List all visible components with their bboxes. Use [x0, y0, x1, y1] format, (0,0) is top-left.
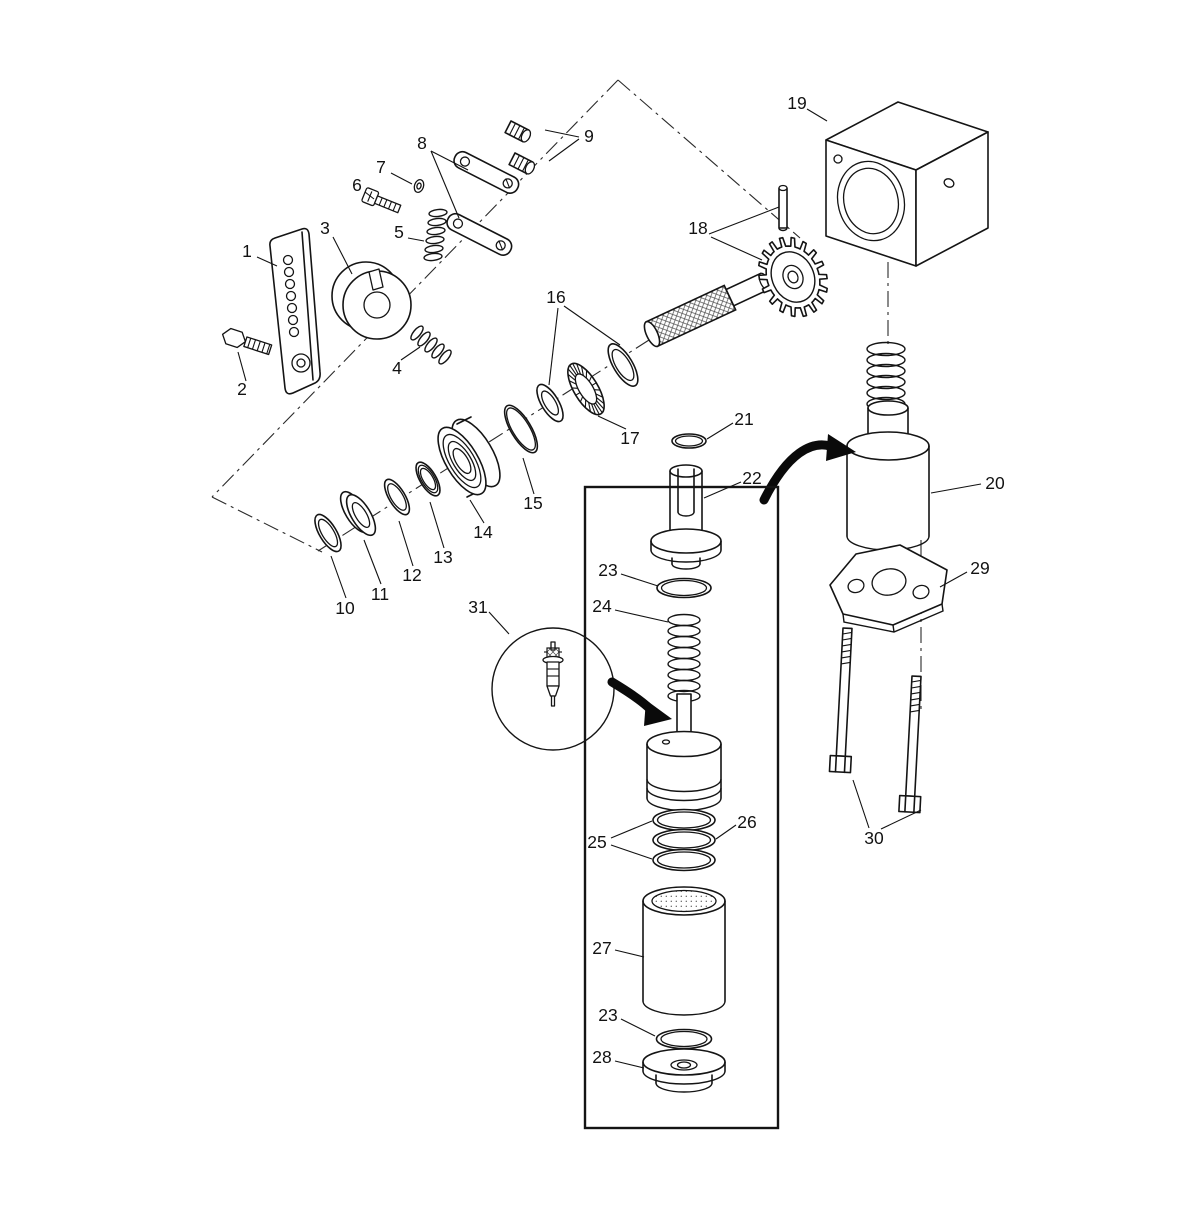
part-24-spring-piston — [646, 613, 722, 812]
part-20-valve-cylinder — [846, 341, 930, 551]
part-18-pin — [778, 184, 788, 232]
part-30-bolts — [828, 627, 922, 814]
callout-labels: 1 2 3 4 5 6 7 8 9 10 11 12 13 14 15 16 1… — [237, 93, 1005, 1067]
callout-6: 6 — [352, 175, 362, 195]
part-16-washer-b — [607, 343, 639, 387]
callout-28: 28 — [592, 1047, 611, 1067]
part-6-screw — [361, 187, 402, 214]
callout-17: 17 — [620, 428, 639, 448]
part-12-washer — [383, 478, 411, 516]
part-29-flange — [829, 544, 948, 633]
part-10-washer — [314, 513, 342, 553]
part-31-detail — [491, 627, 615, 751]
callout-15: 15 — [523, 493, 542, 513]
part-23-o-ring-lower — [655, 1028, 713, 1050]
callout-3: 3 — [320, 218, 330, 238]
callout-9: 9 — [584, 126, 594, 146]
callout-21: 21 — [734, 409, 753, 429]
centerlines — [211, 79, 922, 712]
callout-1: 1 — [242, 241, 252, 261]
callout-29: 29 — [970, 558, 989, 578]
callout-30: 30 — [864, 828, 884, 848]
part-7-washer — [413, 179, 425, 193]
callout-5: 5 — [394, 222, 404, 242]
assembly-arrow-31 — [607, 677, 672, 726]
callout-31: 31 — [468, 597, 487, 617]
part-5-spring — [423, 208, 448, 262]
callout-10: 10 — [335, 598, 355, 618]
callout-11: 11 — [371, 584, 389, 604]
part-28-end-cap — [642, 1048, 726, 1093]
part-4-spring — [410, 325, 452, 365]
callout-14: 14 — [473, 522, 493, 542]
part-1-lever — [269, 227, 321, 395]
callout-27: 27 — [592, 938, 611, 958]
callout-7: 7 — [376, 157, 386, 177]
callout-4: 4 — [392, 358, 402, 378]
part-9-rollers — [504, 120, 536, 175]
callout-13: 13 — [433, 547, 452, 567]
callout-23-lower: 23 — [598, 1005, 617, 1025]
assembly-frame — [583, 485, 780, 1130]
part-8-plates — [446, 150, 520, 256]
callout-24: 24 — [592, 596, 612, 616]
part-21-o-ring — [671, 433, 707, 449]
part-22-plunger — [650, 464, 722, 570]
callout-23-upper: 23 — [598, 560, 617, 580]
callout-16: 16 — [546, 287, 565, 307]
part-27-sleeve — [642, 886, 726, 1016]
part-18-shaft — [643, 272, 771, 348]
callout-18: 18 — [688, 218, 707, 238]
part-25-26-rings — [652, 808, 716, 872]
part-13-ring — [415, 461, 441, 497]
leader-lines — [237, 108, 982, 1069]
callout-26: 26 — [737, 812, 756, 832]
part-3-cam — [331, 261, 412, 340]
callout-2: 2 — [237, 379, 247, 399]
part-23-o-ring-upper — [656, 577, 712, 599]
callout-8: 8 — [417, 133, 427, 153]
part-14-bearing-housing — [437, 416, 501, 498]
callout-19: 19 — [787, 93, 806, 113]
callout-20: 20 — [985, 473, 1005, 493]
part-2-bolt — [221, 327, 273, 356]
part-19-block — [825, 101, 989, 267]
part-15-o-ring — [503, 404, 539, 454]
part-11-seal — [339, 490, 377, 537]
callout-12: 12 — [402, 565, 421, 585]
callout-22: 22 — [742, 468, 761, 488]
part-16-washer-a — [536, 383, 564, 423]
part-17-needle-bearing — [567, 362, 605, 416]
part-18-gear — [746, 226, 840, 327]
callout-25: 25 — [587, 832, 606, 852]
